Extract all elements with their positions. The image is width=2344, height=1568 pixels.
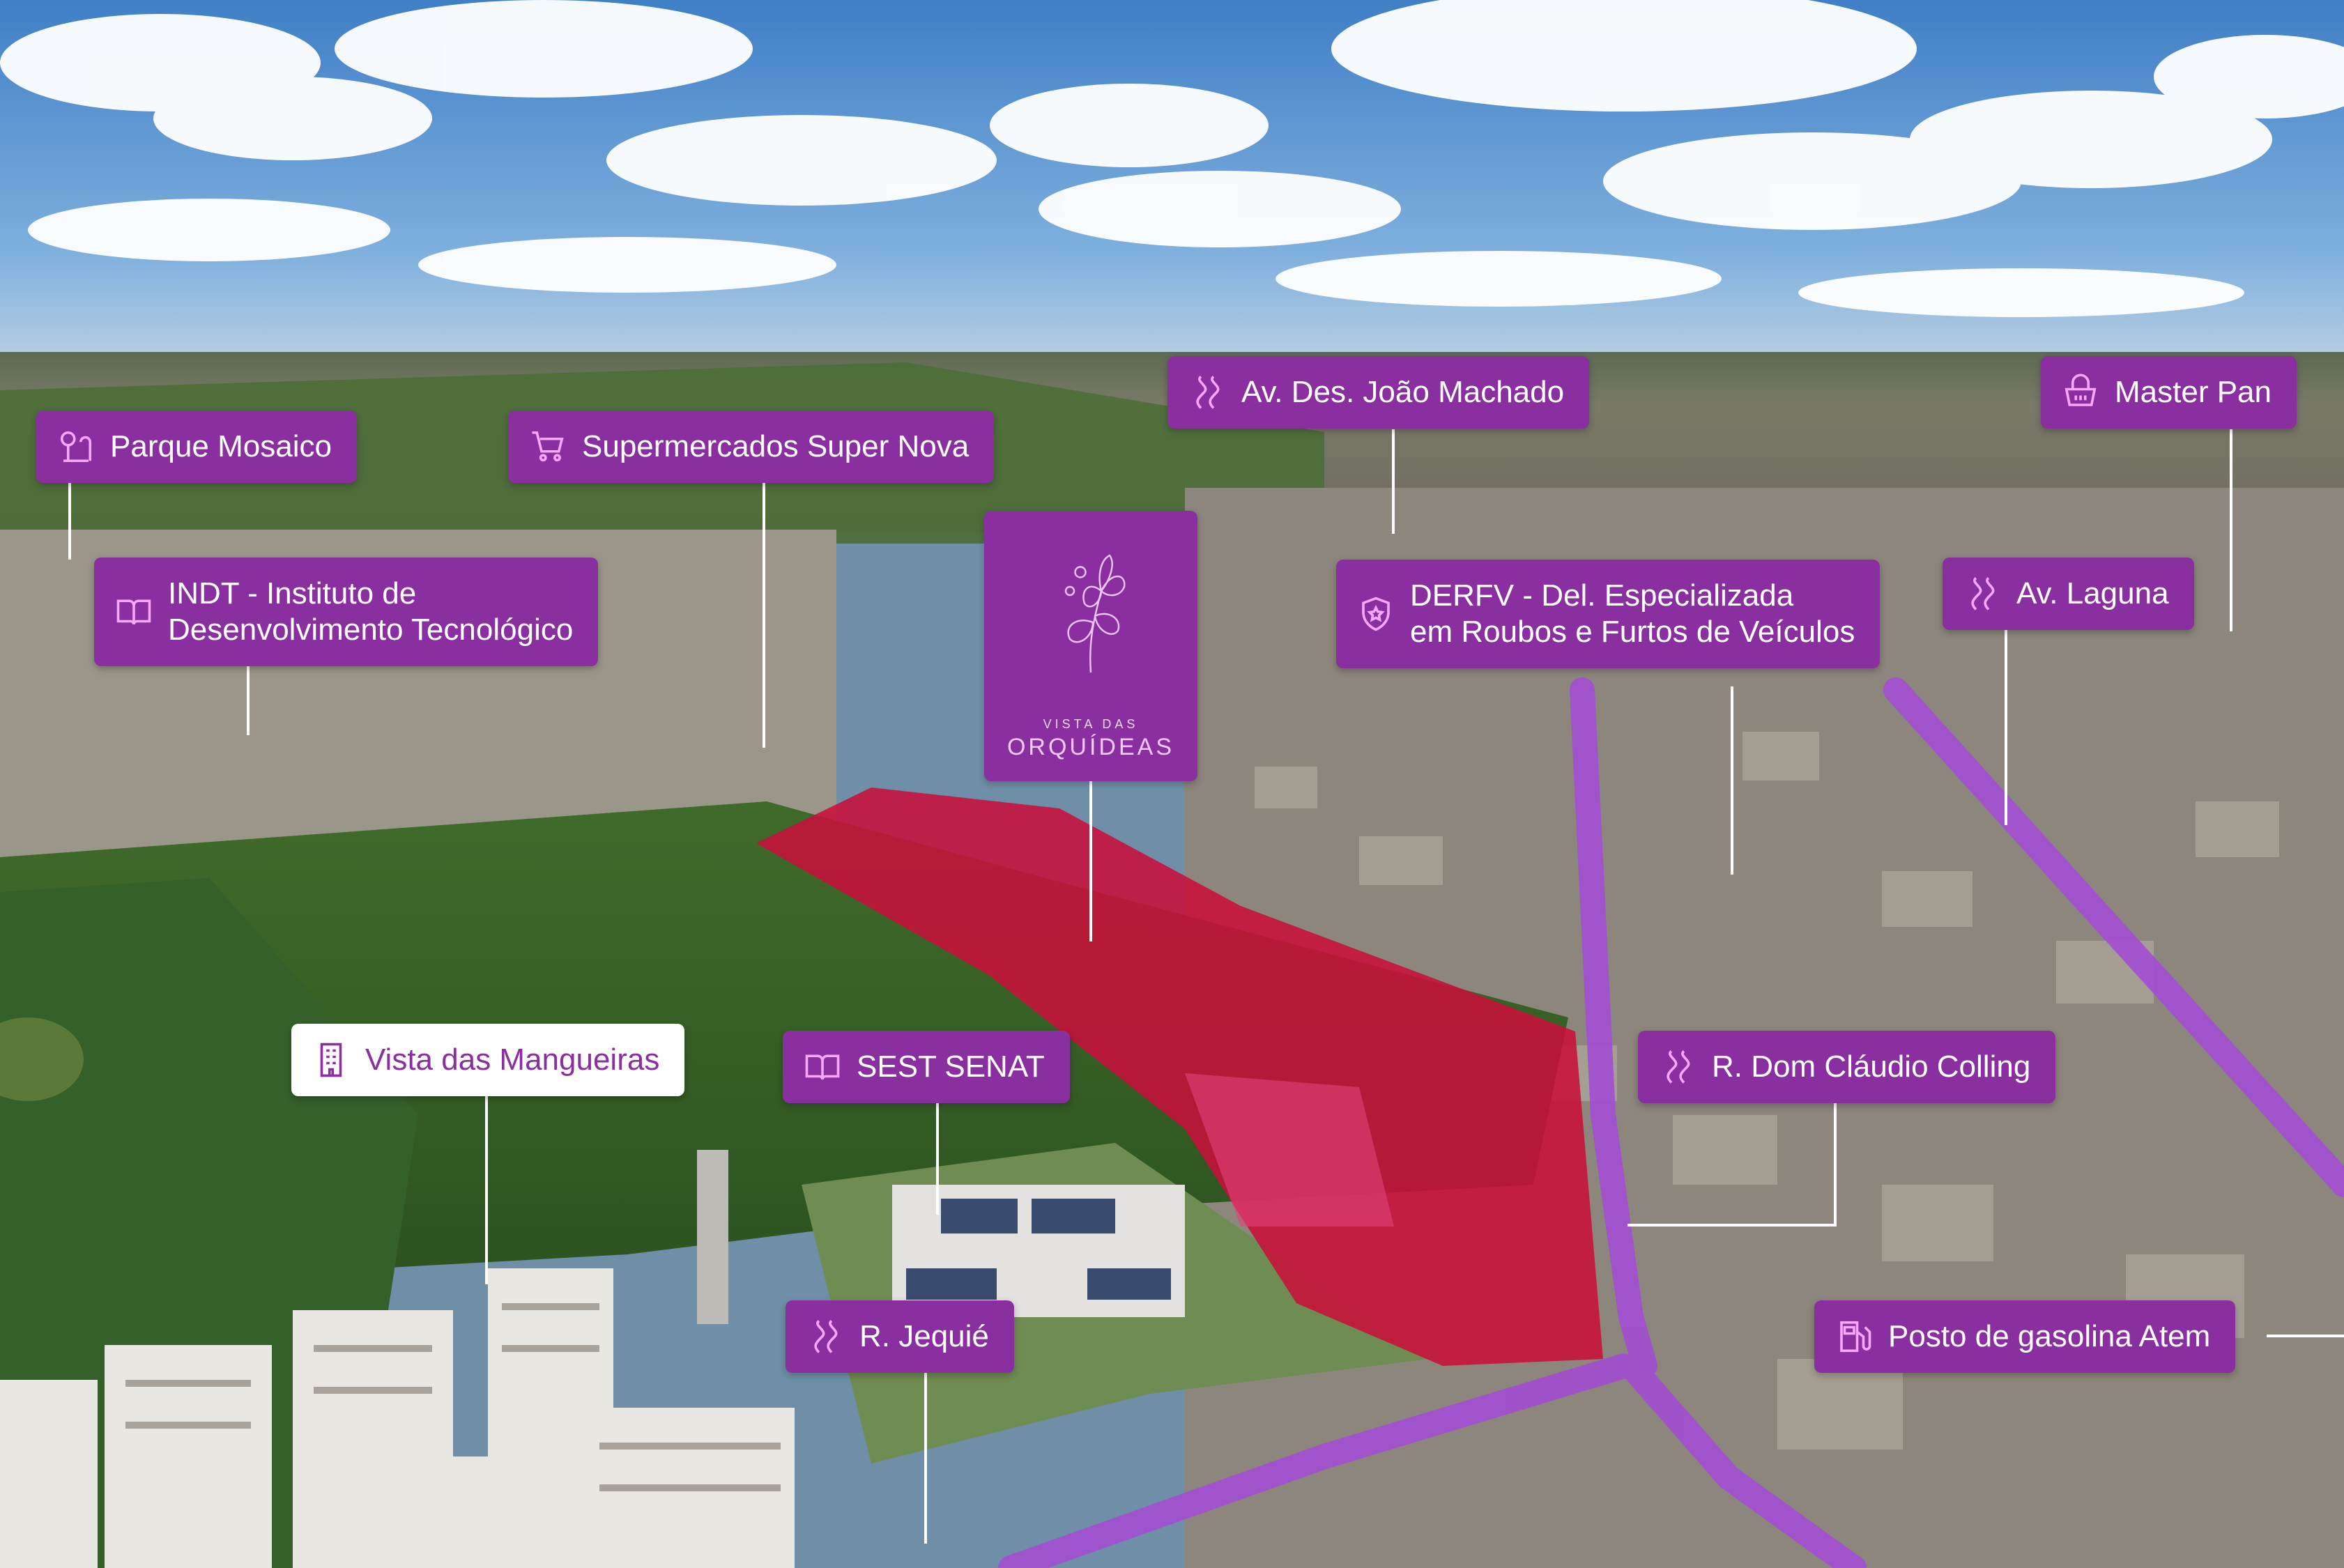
clouds xyxy=(0,0,2344,317)
leader-line-sest-senat xyxy=(936,1103,939,1215)
label-super-nova[interactable]: Supermercados Super Nova xyxy=(508,410,995,483)
label-text: SEST SENAT xyxy=(857,1050,1045,1084)
logo-line1: VISTA DAS xyxy=(1043,717,1139,731)
logo-line2: ORQUÍDEAS xyxy=(1006,734,1175,760)
label-text: R. Jequié xyxy=(859,1319,989,1354)
road-icon xyxy=(806,1318,844,1355)
label-derfv[interactable]: DERFV - Del. Especializada em Roubos e F… xyxy=(1336,560,1880,668)
label-text: Master Pan xyxy=(2115,375,2272,410)
label-vista-mangueiras[interactable]: Vista das Mangueiras xyxy=(291,1024,685,1096)
leader-line-logo xyxy=(1089,781,1092,941)
label-indt[interactable]: INDT - Instituto de Desenvolvimento Tecn… xyxy=(94,558,599,666)
label-laguna[interactable]: Av. Laguna xyxy=(1943,558,2194,630)
leader-line-dom-claudio-horizontal xyxy=(1627,1224,1837,1227)
leader-line-super-nova xyxy=(763,483,765,748)
label-text-line1: DERFV - Del. Especializada xyxy=(1410,578,1794,613)
label-joao-machado[interactable]: Av. Des. João Machado xyxy=(1167,356,1590,429)
road-icon xyxy=(1188,374,1226,411)
leader-line-jequie xyxy=(924,1373,927,1544)
building-icon xyxy=(312,1041,350,1079)
police-badge-icon xyxy=(1357,595,1395,633)
label-parque-mosaico[interactable]: Parque Mosaico xyxy=(36,410,357,483)
tower xyxy=(697,1150,728,1324)
label-posto-atem[interactable]: Posto de gasolina Atem xyxy=(1814,1300,2236,1373)
road-bottom-right xyxy=(1618,1353,1867,1568)
label-dom-claudio[interactable]: R. Dom Cláudio Colling xyxy=(1638,1031,2056,1103)
lake xyxy=(0,1017,84,1101)
leader-line-master-pan xyxy=(2230,429,2232,631)
label-text: Parque Mosaico xyxy=(110,429,332,464)
fuel-pump-icon xyxy=(1835,1318,1873,1355)
solar-panels xyxy=(906,1199,1171,1300)
leader-line-posto-atem xyxy=(2267,1335,2344,1337)
orchid-icon xyxy=(1064,554,1126,673)
label-sest-senat[interactable]: SEST SENAT xyxy=(783,1031,1070,1103)
leader-line-indt xyxy=(247,666,250,735)
label-text: Supermercados Super Nova xyxy=(582,429,970,464)
label-text-line1: INDT - Instituto de xyxy=(168,576,417,611)
apartment-buildings xyxy=(0,1268,795,1568)
label-text: Posto de gasolina Atem xyxy=(1888,1319,2211,1354)
label-text: Av. Des. João Machado xyxy=(1241,375,1565,410)
leader-line-joao-machado xyxy=(1392,429,1395,534)
project-logo-card[interactable]: VISTA DAS ORQUÍDEAS xyxy=(984,511,1197,781)
book-icon xyxy=(115,593,153,631)
label-text: R. Dom Cláudio Colling xyxy=(1712,1050,2031,1084)
bakery-basket-icon xyxy=(2062,374,2099,411)
leader-line-derfv xyxy=(1731,686,1733,875)
shopping-cart-icon xyxy=(529,428,567,466)
label-master-pan[interactable]: Master Pan xyxy=(2041,356,2297,429)
park-icon xyxy=(57,428,95,466)
label-jequie[interactable]: R. Jequié xyxy=(786,1300,1014,1373)
label-text-line2: em Roubos e Furtos de Veículos xyxy=(1410,615,1855,649)
label-text: Av. Laguna xyxy=(2016,576,2169,611)
road-overlays xyxy=(998,677,2344,1568)
apartment-windows xyxy=(125,1303,781,1491)
leader-line-parque-mosaico xyxy=(68,483,71,560)
road-bottom-left xyxy=(998,1353,1637,1568)
leader-line-vista-mangueiras xyxy=(485,1096,488,1284)
road-icon xyxy=(1659,1048,1696,1086)
label-text-line2: Desenvolvimento Tecnológico xyxy=(168,613,574,647)
road-diagonal-right xyxy=(1883,677,2344,1197)
road-vertical xyxy=(1570,677,1657,1378)
label-text: Vista das Mangueiras xyxy=(365,1043,660,1077)
plot-shadow-texture xyxy=(1185,1073,1394,1227)
road-icon xyxy=(1963,575,2001,613)
leader-line-laguna xyxy=(2005,630,2007,825)
leader-line-dom-claudio xyxy=(1834,1103,1837,1225)
book-icon xyxy=(804,1048,841,1086)
